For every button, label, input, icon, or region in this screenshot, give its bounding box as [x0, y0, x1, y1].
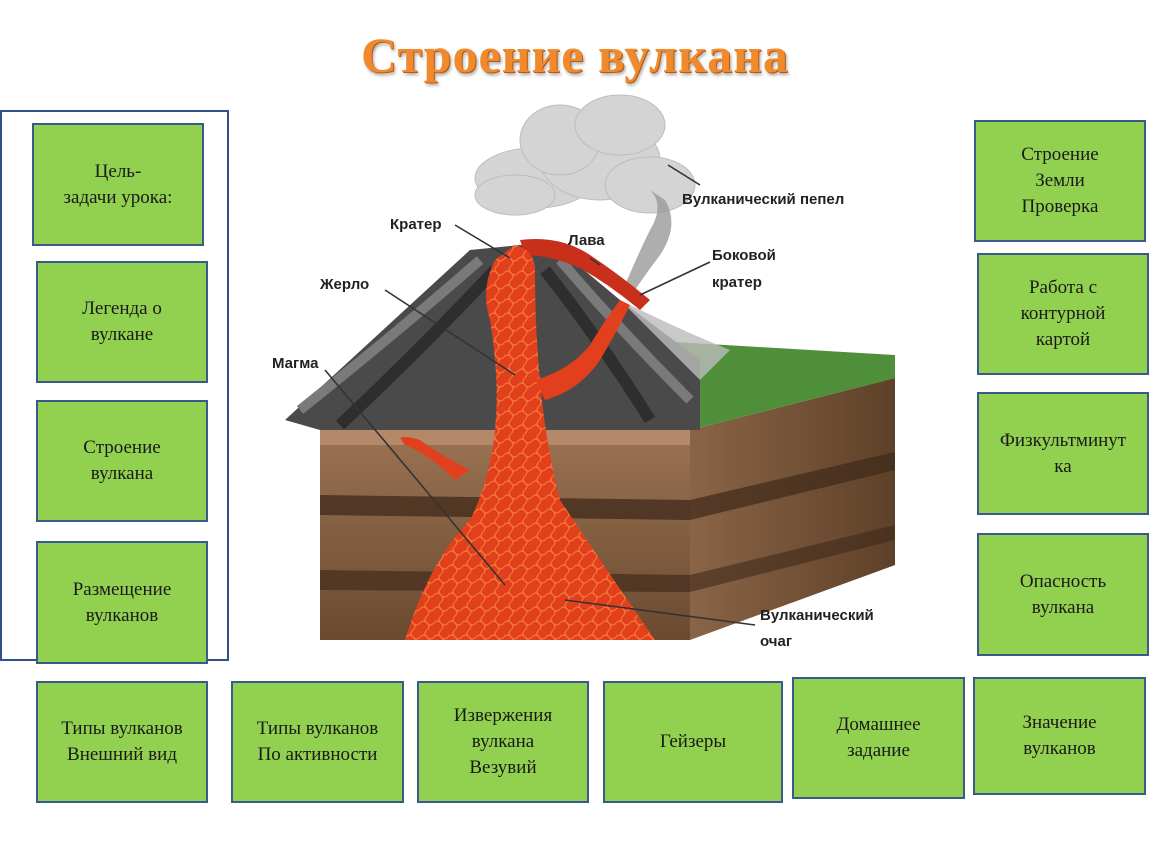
nav-volcano-distribution-button[interactable]: Размещение вулканов: [36, 541, 208, 664]
label-magma: Магма: [272, 355, 319, 372]
nav-volcano-structure-button[interactable]: Строение вулкана: [36, 400, 208, 522]
volcano-cross-section-diagram: Вулканический пепел Кратер Лава Боковой …: [272, 94, 895, 650]
magma-branch: [400, 436, 470, 480]
nav-label: Типы вулканов Внешний вид: [61, 718, 183, 765]
ash-cloud: [474, 94, 696, 216]
label-side-crater-line1: Боковой: [712, 247, 776, 264]
nav-vesuvius-eruptions-button[interactable]: Извержения вулкана Везувий: [417, 681, 589, 803]
page-title: Строение вулкана: [361, 27, 789, 83]
label-crater: Кратер: [390, 216, 442, 233]
label-vent: Жерло: [319, 276, 369, 293]
nav-label: Физкультминут ка: [999, 429, 1127, 477]
nav-label: Извержения вулкана Везувий: [453, 705, 553, 778]
nav-volcano-types-appearance-button[interactable]: Типы вулканов Внешний вид: [36, 681, 208, 803]
nav-label: Работа с контурной картой: [1020, 277, 1106, 350]
nav-volcano-danger-button[interactable]: Опасность вулкана: [977, 533, 1149, 656]
nav-label: Строение вулкана: [83, 437, 161, 484]
nav-label: Легенда о вулкане: [82, 298, 162, 345]
nav-earth-structure-check-button[interactable]: Строение Земли Проверка: [974, 120, 1146, 242]
nav-label: Цель- задачи урока:: [63, 160, 173, 208]
nav-volcano-legend-button[interactable]: Легенда о вулкане: [36, 261, 208, 383]
nav-label: Опасность вулкана: [1019, 570, 1107, 618]
nav-label: Строение Земли Проверка: [1021, 144, 1099, 217]
nav-label: Размещение вулканов: [72, 578, 172, 626]
nav-physical-break-button[interactable]: Физкультминут ка: [977, 392, 1149, 515]
lava-flow: [520, 239, 650, 310]
side-vent: [535, 300, 630, 400]
nav-volcano-significance-button[interactable]: Значение вулканов: [973, 677, 1146, 795]
nav-label: Типы вулканов По активности: [256, 718, 379, 765]
label-side-crater-line2: кратер: [712, 274, 762, 291]
smoke-plume: [625, 190, 672, 290]
label-magma-chamber-line1: Вулканический: [760, 607, 874, 624]
label-volcanic-ash: Вулканический пепел: [682, 191, 844, 208]
nav-homework-button[interactable]: Домашнее задание: [792, 677, 965, 799]
nav-contour-map-button[interactable]: Работа с контурной картой: [977, 253, 1149, 375]
nav-lesson-goals-button[interactable]: Цель- задачи урока:: [32, 123, 204, 246]
nav-geysers-button[interactable]: Гейзеры: [603, 681, 783, 803]
label-lava: Лава: [568, 232, 605, 249]
nav-label: Домашнее задание: [836, 714, 921, 761]
nav-label: Значение вулканов: [1022, 712, 1097, 759]
label-magma-chamber-line2: очаг: [760, 633, 792, 650]
nav-label: Гейзеры: [659, 731, 727, 752]
nav-volcano-types-activity-button[interactable]: Типы вулканов По активности: [231, 681, 404, 803]
